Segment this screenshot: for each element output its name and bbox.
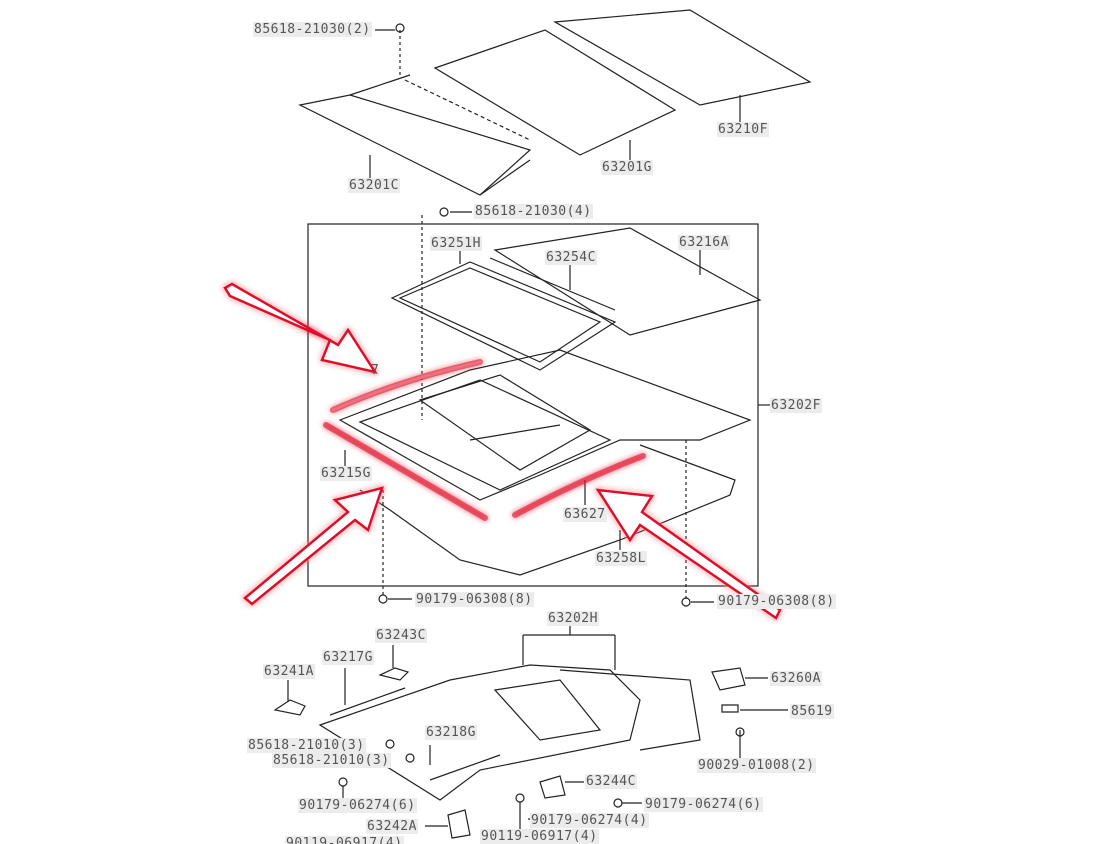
part-label: 63627 [563, 507, 607, 522]
part-label: 85618-21030(4) [474, 204, 593, 219]
red-arrows [223, 282, 782, 620]
part-label: 90179-06274(6) [644, 797, 763, 812]
arrow-top-left [223, 282, 378, 374]
part-label: 90179-06308(8) [415, 592, 534, 607]
part-label: 90119-06917(4) [480, 829, 599, 844]
part-label: 63202F [770, 398, 822, 413]
part-label: 63242A [366, 819, 418, 834]
part-label: 85619 [790, 704, 834, 719]
part-label: 63217G [322, 650, 374, 665]
part-label: 90179-06274(6) [298, 798, 417, 813]
part-label: 85618-21010(3) [272, 753, 391, 768]
part-label: 63210F [717, 122, 769, 137]
part-label: 63201C [348, 178, 400, 193]
part-label: 63202H [547, 611, 599, 626]
part-label: 63218G [425, 725, 477, 740]
part-label: 63258L [595, 551, 647, 566]
roof-panel-63210F [553, 9, 812, 106]
part-label: 63201G [601, 160, 653, 175]
part-label: 85618-21010(3) [247, 738, 366, 753]
arrow-bottom-left [243, 486, 384, 606]
part-label: 85618-21030(2) [253, 22, 372, 37]
part-label: 63244C [585, 774, 637, 789]
part-label: 63215G [320, 466, 372, 481]
part-label: 7 [371, 363, 380, 378]
part-label: 90179-06308(8) [717, 594, 836, 609]
part-label: 90179-06274(4) [530, 813, 649, 828]
part-label: 63254C [545, 250, 597, 265]
part-label: 90029-01008(2) [697, 758, 816, 773]
part-label: 63241A [263, 664, 315, 679]
glass-panel-63201G [433, 29, 677, 156]
part-label: 63216A [678, 235, 730, 250]
highlighted-drain-parts [323, 359, 646, 521]
part-label: 63243C [375, 628, 427, 643]
part-label: 63260A [770, 671, 822, 686]
part-label: 90119-06917(4) [285, 836, 404, 844]
sunshade-63201C [298, 94, 532, 196]
part-label: 63251H [430, 236, 482, 251]
